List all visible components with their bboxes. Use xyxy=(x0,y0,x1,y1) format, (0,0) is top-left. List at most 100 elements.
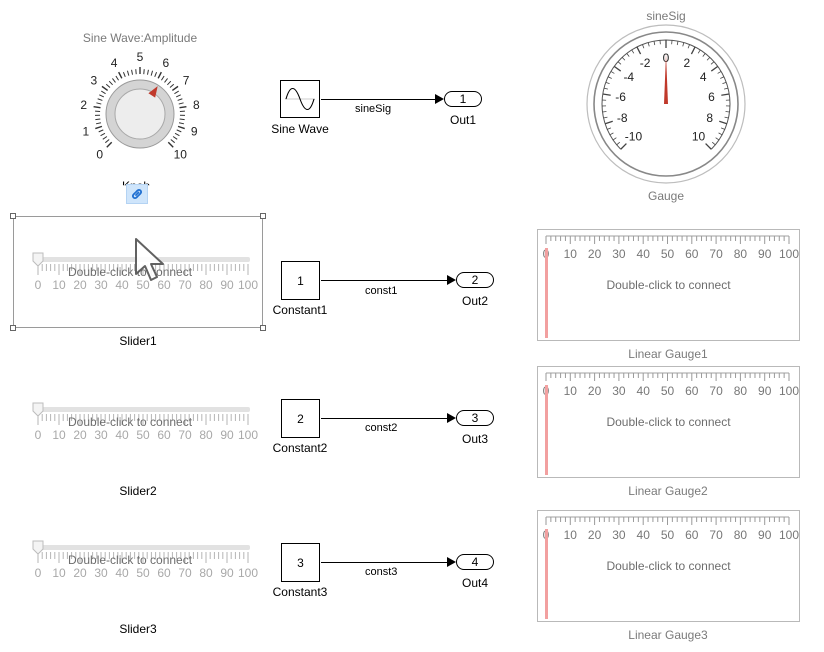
gauge-tick xyxy=(725,111,730,113)
gauge-tick xyxy=(720,127,725,130)
slider-track-bar[interactable] xyxy=(36,545,250,550)
knob-tick xyxy=(167,141,174,148)
linear-gauge-tick-label: 70 xyxy=(709,384,723,398)
outport-4[interactable]: 4 xyxy=(456,554,494,570)
gauge-tick xyxy=(724,116,729,119)
knob-label: Knob xyxy=(116,179,156,185)
knob-tick xyxy=(177,98,183,101)
knob-tick xyxy=(164,78,168,83)
knob-tick xyxy=(105,83,111,88)
linear-gauge-tick-label: 90 xyxy=(758,528,772,542)
knob-tick xyxy=(161,75,165,81)
slider-tick-label: 30 xyxy=(94,428,108,442)
selection-handle-bottom-left[interactable] xyxy=(10,325,16,331)
outport-1[interactable]: 1 xyxy=(444,91,482,107)
signal-label-const3: const3 xyxy=(365,566,398,578)
selection-handle-top-left[interactable] xyxy=(10,213,16,219)
slider-tick-label: 10 xyxy=(52,566,66,580)
slider-thumb[interactable] xyxy=(32,402,44,417)
knob-tick-label: 2 xyxy=(80,98,87,112)
linear-gauge2-label: Linear Gauge2 xyxy=(628,484,708,498)
gauge-tick xyxy=(616,141,621,146)
circular-gauge[interactable]: -10-8-6-4-20246810 xyxy=(586,24,746,184)
link-icon[interactable] xyxy=(126,184,148,204)
gauge-tick xyxy=(620,143,627,150)
knob-tick xyxy=(101,85,109,92)
gauge-tick xyxy=(636,46,642,55)
gauge-tick-label: 4 xyxy=(700,70,707,84)
signal-line-const2[interactable] xyxy=(321,418,447,419)
signal-label-const1: const1 xyxy=(365,285,398,297)
signal-line-const3[interactable] xyxy=(321,562,447,563)
slider-tick-label: 90 xyxy=(220,428,234,442)
slider-track-bar[interactable] xyxy=(36,407,250,412)
knob-tick xyxy=(102,136,108,140)
knob-tick xyxy=(122,71,126,77)
linear-gauge3-hint: Double-click to connect xyxy=(606,559,731,573)
knob-tick xyxy=(118,71,123,79)
knob-tick xyxy=(150,70,154,76)
gauge-tick xyxy=(610,71,615,74)
linear-gauge2-hint: Double-click to connect xyxy=(606,415,731,429)
outport-4-number: 4 xyxy=(471,555,479,569)
gauge-tick xyxy=(719,120,728,125)
gauge-tick xyxy=(724,87,729,90)
knob-tick xyxy=(99,94,105,98)
linear-gauge-tick-label: 100 xyxy=(779,247,799,261)
slider-tick-label: 0 xyxy=(35,428,42,442)
slider-tick-label: 80 xyxy=(199,566,213,580)
gauge-tick xyxy=(626,53,630,57)
signal-arrowhead xyxy=(447,275,456,285)
slider3-hint: Double-click to connect xyxy=(68,553,193,567)
gauge-tick xyxy=(605,81,610,85)
gauge-tick xyxy=(690,46,696,55)
constant3-block[interactable]: 3 xyxy=(281,543,320,582)
slider-thumb[interactable] xyxy=(32,252,44,267)
knob-tick-label: 0 xyxy=(96,147,103,161)
slider-thumb[interactable] xyxy=(32,540,44,555)
signal-line-const1[interactable] xyxy=(321,280,447,281)
knob-tick xyxy=(108,80,113,86)
outport-3[interactable]: 3 xyxy=(456,410,494,426)
slider-tick-label: 60 xyxy=(157,566,171,580)
outport-2-label: Out2 xyxy=(461,294,488,308)
outport-1-number: 1 xyxy=(459,92,467,106)
linear-gauge-tick-label: 40 xyxy=(637,384,651,398)
sine-wave-block[interactable] xyxy=(280,80,320,118)
slider-tick-label: 40 xyxy=(115,566,129,580)
slider1-selection-box[interactable] xyxy=(13,216,263,328)
linear-gauge-tick-label: 90 xyxy=(758,247,772,261)
knob-tick xyxy=(167,80,172,86)
gauge-tick-label: -2 xyxy=(640,56,651,70)
signal-line-sinesig[interactable] xyxy=(321,99,435,100)
gauge-tick-label: 6 xyxy=(708,90,715,104)
knob-tick-label: 10 xyxy=(174,147,188,161)
slider-tick-label: 40 xyxy=(115,278,129,292)
knob-tick xyxy=(105,139,110,144)
gauge-tick xyxy=(697,49,701,54)
knob-tick xyxy=(157,71,162,79)
knob-tick xyxy=(101,90,106,95)
gauge-tick xyxy=(710,65,719,72)
constant1-label: Constant1 xyxy=(272,303,328,317)
gauge-tick xyxy=(682,42,685,47)
gauge-tick xyxy=(603,116,608,119)
selection-handle-top-right[interactable] xyxy=(260,213,266,219)
selection-handle-bottom-right[interactable] xyxy=(260,325,266,331)
knob-tick xyxy=(93,105,101,109)
slider-tick-label: 50 xyxy=(136,278,150,292)
linear-gauge-tick-label: 30 xyxy=(612,247,626,261)
knob-tick xyxy=(95,125,103,130)
knob-tick xyxy=(112,78,116,83)
outport-4-label: Out4 xyxy=(461,576,488,590)
constant1-block[interactable]: 1 xyxy=(281,261,320,300)
constant2-block[interactable]: 2 xyxy=(281,399,320,438)
outport-2[interactable]: 2 xyxy=(456,272,494,288)
